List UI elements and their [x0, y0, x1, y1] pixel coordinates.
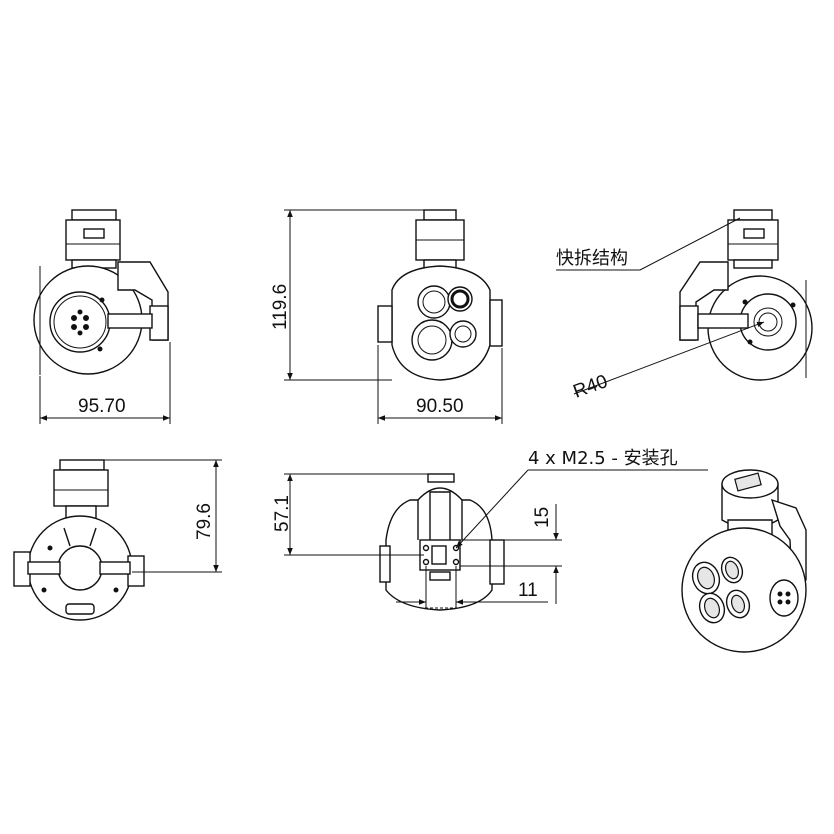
side-height-label: 119.6 [270, 284, 291, 330]
hole-horizontal-label: 11 [518, 580, 538, 601]
quick-release-leader [639, 217, 741, 271]
dimension-hole-vertical [460, 504, 562, 604]
dimension-hole-horizontal [396, 566, 548, 608]
dimension-front-width [39, 342, 171, 424]
radius-leader [573, 321, 765, 395]
dimension-side-height [284, 209, 424, 381]
bottom-view [13, 459, 145, 621]
dimension-rear-height [284, 473, 428, 556]
front-view [33, 209, 169, 375]
side-view [377, 209, 503, 381]
mount-holes-leader [455, 469, 529, 549]
radius-label: R40 [571, 371, 611, 403]
dimension-side-width [377, 345, 503, 424]
hole-vertical-label: 15 [532, 507, 553, 528]
bottom-height-label: 79.6 [194, 503, 215, 540]
mount-holes-label: 4 x M2.5 - 安装孔 [528, 448, 678, 469]
front-width-label: 95.70 [78, 396, 126, 417]
quick-release-label: 快拆结构 [556, 248, 628, 269]
rear-view [679, 209, 813, 381]
side-width-label: 90.50 [416, 396, 464, 417]
rear-height-label: 57.1 [272, 495, 293, 532]
dimension-bottom-height [104, 459, 222, 573]
isometric-view [681, 469, 807, 653]
mount-view [379, 473, 505, 611]
